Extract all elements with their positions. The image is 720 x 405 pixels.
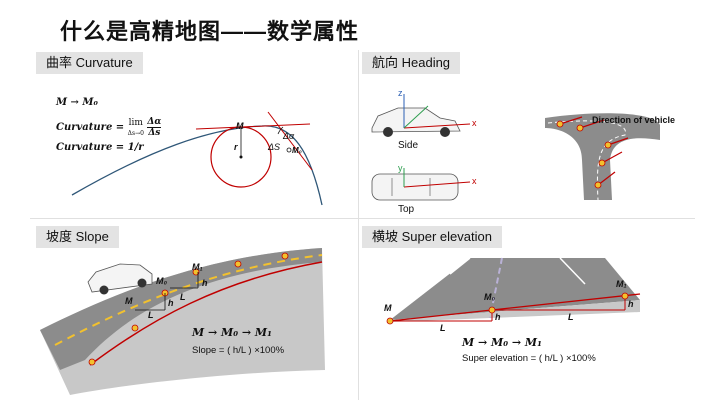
curvature-denominator: Δs [148, 128, 161, 138]
super-label-m0: M₀ [484, 292, 496, 302]
curvature-label-alpha: Δα [283, 131, 295, 141]
slope-section-label: 坡度 Slope [36, 226, 119, 248]
slope-label-m0: M₀ [156, 276, 168, 286]
x-axis-top [403, 181, 471, 188]
slope-lane-line [54, 254, 323, 346]
curvature-numerator: Δα [147, 117, 162, 128]
curvature-label-m: M [236, 121, 244, 131]
super-label-m1: M₁ [616, 279, 627, 289]
slope-expression: Slope = ( h/L ) ×100% [192, 345, 285, 356]
top-view-label: Top [398, 204, 415, 215]
car-on-slope [87, 263, 153, 295]
axis-label-x-side: x [472, 118, 477, 128]
slope-label-l: L [148, 310, 154, 320]
heading-section-label: 航向 Heading [362, 52, 461, 74]
tangent-at-m [195, 123, 311, 130]
curvature-label-r: r [234, 142, 238, 152]
curvature-lim: lim [128, 117, 143, 128]
slope-road-side [40, 248, 325, 395]
super-label-m: M [384, 303, 392, 313]
curvature-section-label: 曲率 Curvature [36, 52, 143, 74]
slope-label-l2: L [180, 292, 186, 302]
point-m0 [286, 147, 292, 153]
direction-label: Direction of vehicle [592, 115, 676, 125]
super-label-l2: L [568, 312, 574, 322]
curvature-formula-line3: Curvature = 1/r [56, 142, 144, 153]
slope-path [89, 261, 323, 366]
curvature-label-m0: M₀ [292, 146, 302, 155]
axis-label-y-top: y [398, 163, 403, 173]
slope-triangle [135, 272, 199, 311]
angle-arc [277, 126, 284, 135]
super-expression: Super elevation = ( h/L ) ×100% [462, 353, 596, 364]
axis-label-z: z [398, 88, 403, 98]
horizontal-divider [30, 218, 695, 219]
curvature-label-s: ΔS [268, 142, 281, 152]
tangent-at-m0 [267, 111, 313, 171]
super-label-l: L [440, 323, 446, 333]
curvature-lim-sub: Δs→0 [127, 129, 144, 137]
y-axis-side [403, 105, 429, 129]
curvature-formula-line1: M → M₀ [56, 97, 98, 108]
super-formula: M → M₀ → M₁ [462, 336, 542, 349]
super-road [390, 258, 640, 320]
slope-label-m1: M₁ [192, 262, 203, 272]
page-title: 什么是高精地图——数学属性 [60, 19, 360, 44]
super-points [386, 292, 629, 325]
car-top-view [371, 173, 459, 201]
curvature-formula-line2: Curvature = lim Δs→0 Δα Δs [56, 117, 162, 138]
heading-points [556, 120, 612, 189]
super-edge-line-right [559, 257, 586, 285]
slope-label-h: h [168, 298, 174, 308]
super-slope-line [389, 293, 641, 322]
axis-label-x-top: x [472, 176, 477, 186]
super-label-h: h [495, 312, 501, 322]
slope-formula: M → M₀ → M₁ [192, 326, 272, 339]
heading-road [545, 113, 660, 200]
vertical-divider [358, 50, 359, 400]
curvature-lhs: Curvature = [56, 122, 125, 133]
x-axis-side [403, 123, 471, 129]
circle-center [239, 155, 243, 159]
side-view-label: Side [398, 140, 419, 151]
super-elevation-section-label: 横坡 Super elevation [362, 226, 502, 248]
super-label-h2: h [628, 299, 634, 309]
heading-road-centerline [547, 120, 626, 201]
super-edge-line-left [449, 257, 471, 275]
slope-road-surface [40, 248, 322, 370]
super-road-edge [390, 300, 640, 322]
slope-label-m: M [125, 296, 133, 306]
slope-label-h2: h [202, 278, 208, 288]
heading-arrows [559, 116, 629, 186]
slope-points [88, 252, 289, 366]
